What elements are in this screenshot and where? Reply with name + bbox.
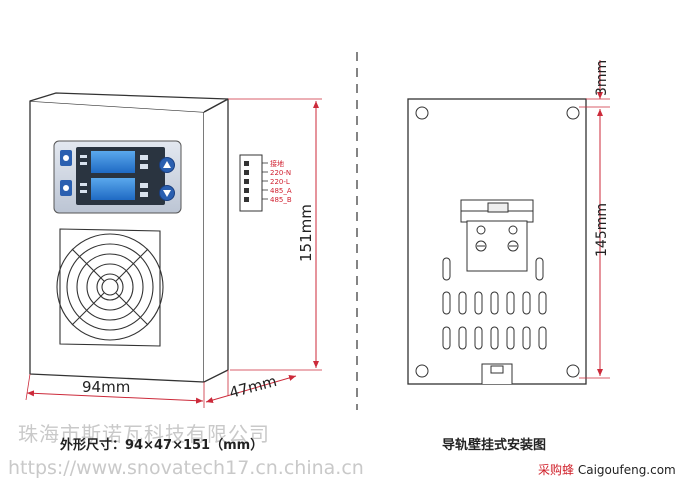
down-button[interactable] <box>159 185 175 201</box>
terminal-label-220n: 220-N <box>270 169 291 177</box>
fan-guard <box>56 228 164 347</box>
arrow-down-icon <box>163 190 171 197</box>
site-mark-cn: 采购蜂 <box>538 463 575 477</box>
top-gap-dimension-label: 3mm <box>594 60 610 96</box>
dimension-hole-spacing: 145mm <box>579 109 610 379</box>
hole-spacing-dimension-label: 145mm <box>594 203 610 257</box>
terminal-label-485a: 485_A <box>270 187 292 195</box>
up-button[interactable] <box>159 157 175 173</box>
temperature-display <box>91 151 135 173</box>
bottom-latch <box>481 363 513 384</box>
height-dimension-label: 151mm <box>297 204 315 262</box>
humidity-display <box>91 178 135 200</box>
dimension-top-gap: 3mm <box>579 60 610 108</box>
depth-dimension-label: 47mm <box>227 372 278 402</box>
site-mark: 采购蜂 Caigoufeng.com <box>538 461 676 478</box>
terminal-label-485b: 485_B <box>270 196 292 204</box>
left-indicator-icons <box>60 150 72 196</box>
status-leds <box>80 155 148 197</box>
terminal-label-ground: 接地 <box>270 159 284 168</box>
terminal-block: 接地 220-N 220-L 485_A 485_B <box>239 154 292 212</box>
dimension-width: 94mm <box>25 373 205 408</box>
ventilation-slots <box>442 257 547 350</box>
din-rail-clip <box>460 199 534 272</box>
left-diagram-caption: 外形尺寸：94×47×151（mm） <box>60 438 264 453</box>
control-panel <box>53 140 182 214</box>
mounting-holes <box>415 106 580 378</box>
watermark-company: 珠海市斯诺瓦科技有限公司 <box>18 422 270 446</box>
width-dimension-label: 94mm <box>82 378 130 396</box>
watermark-url: https://www.snovatech17.cn.china.cn <box>8 457 364 479</box>
arrow-up-icon <box>163 161 171 168</box>
dimension-height: 151mm <box>228 98 322 371</box>
right-diagram-caption: 导轨壁挂式安装图 <box>442 438 547 453</box>
site-mark-en: Caigoufeng.com <box>577 463 676 477</box>
terminal-label-220l: 220-L <box>270 178 290 186</box>
